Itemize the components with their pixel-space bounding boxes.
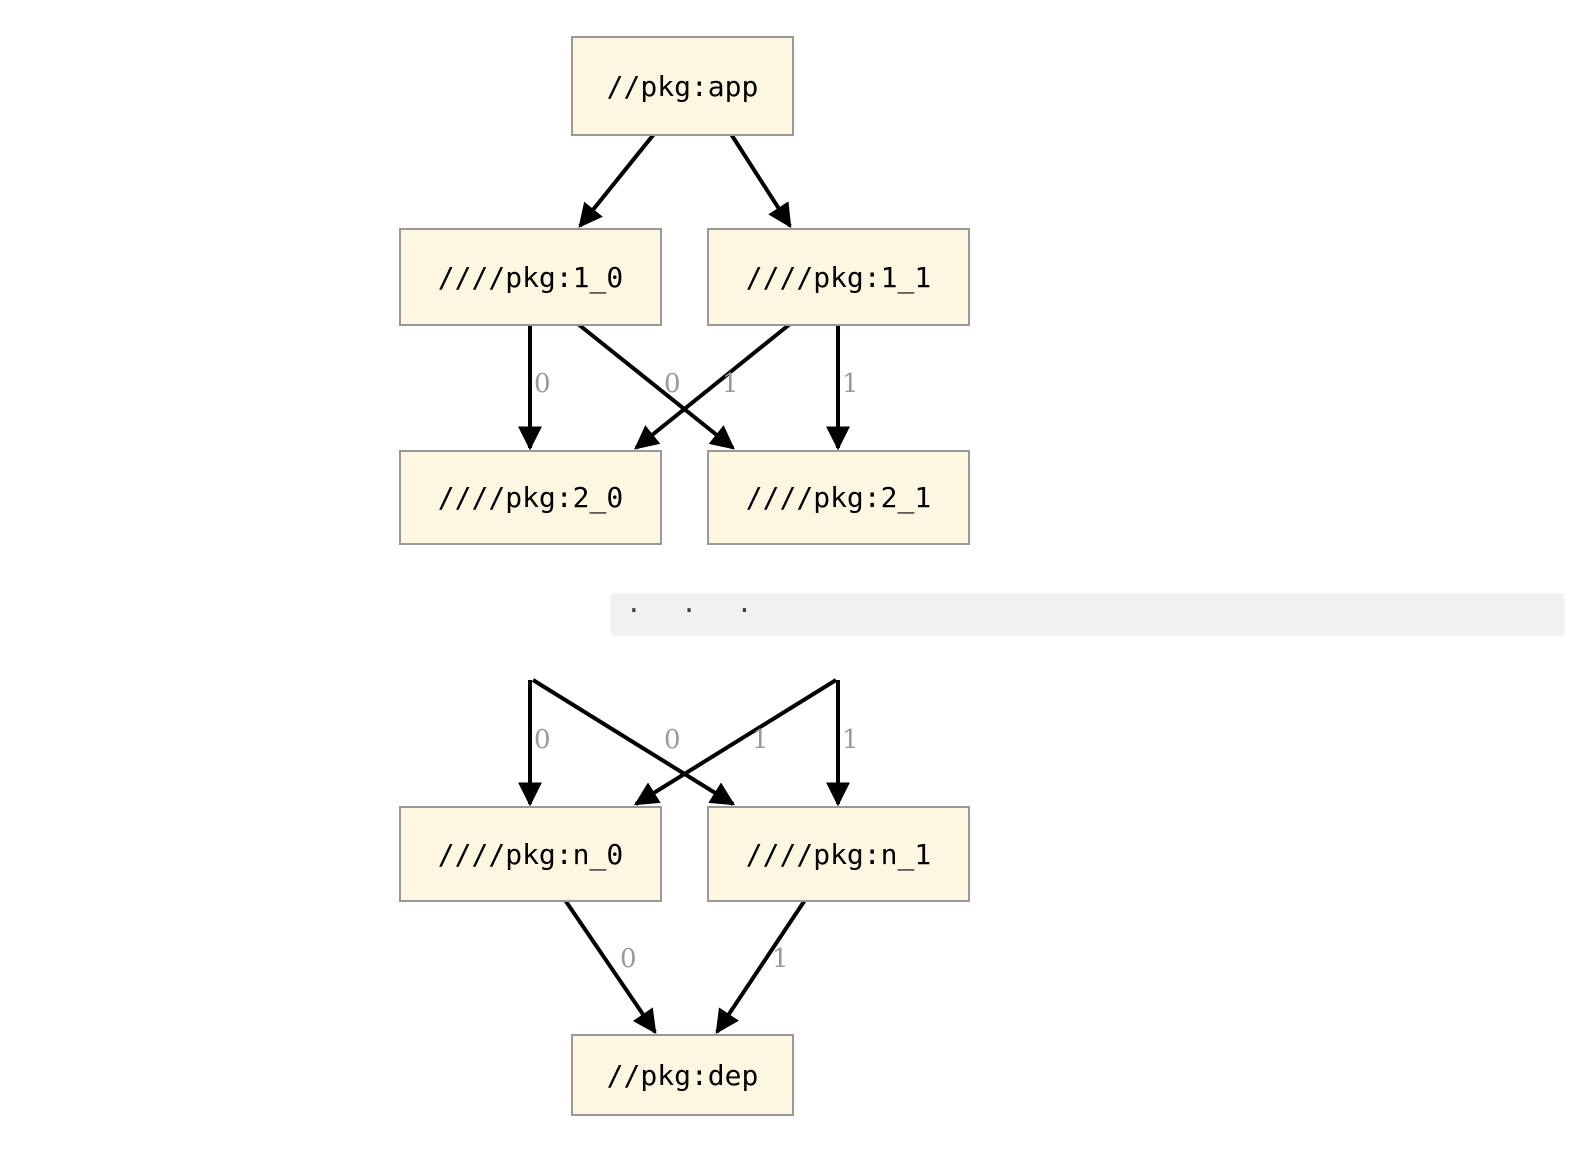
node-pkg-2-1[interactable]: ////pkg:2_1 <box>707 450 970 545</box>
node-pkg-n-1[interactable]: ////pkg:n_1 <box>707 806 970 902</box>
node-label: ////pkg:2_0 <box>437 481 624 514</box>
edge-label-1-0-to-2-0: 0 <box>534 369 551 399</box>
edge-label-1-1-to-2-1: 1 <box>842 369 859 399</box>
edge-label-n-1-to-dep: 1 <box>772 944 789 974</box>
edge-label-1-0-to-2-1: 0 <box>664 369 681 399</box>
edge-1-0-to-2-1 <box>576 322 735 450</box>
edge-label-prev-0-to-n-1: 0 <box>664 725 681 755</box>
edge-label-1-1-to-2-0: 1 <box>722 369 739 399</box>
node-pkg-dep[interactable]: //pkg:dep <box>571 1034 794 1116</box>
ellipsis-dots: · · · <box>626 596 765 626</box>
edge-app-to-1-0 <box>578 132 656 228</box>
node-label: ////pkg:1_0 <box>437 260 624 294</box>
edge-label-n-0-to-dep: 0 <box>620 944 637 974</box>
edge-n-0-to-dep <box>563 898 657 1034</box>
edge-prev-0-to-n-1 <box>531 678 736 806</box>
edge-app-to-1-1 <box>729 132 792 229</box>
node-pkg-2-0[interactable]: ////pkg:2_0 <box>399 450 662 545</box>
edge-label-prev-1-to-n-1: 1 <box>842 725 859 755</box>
truncation-band: · · · <box>610 593 1565 636</box>
node-pkg-1-1[interactable]: ////pkg:1_1 <box>707 228 970 326</box>
node-label: //pkg:dep <box>606 1058 759 1092</box>
node-label: ////pkg:2_1 <box>745 481 932 514</box>
edge-label-prev-1-to-n-0: 1 <box>752 725 769 755</box>
edge-label-prev-0-to-n-0: 0 <box>534 725 551 755</box>
node-label: ////pkg:1_1 <box>745 260 932 294</box>
node-label: //pkg:app <box>606 69 759 103</box>
node-pkg-n-0[interactable]: ////pkg:n_0 <box>399 806 662 902</box>
node-pkg-app[interactable]: //pkg:app <box>571 36 794 136</box>
edge-1-1-to-2-0 <box>634 322 792 450</box>
node-label: ////pkg:n_0 <box>437 837 624 871</box>
edge-n-1-to-dep <box>715 898 807 1034</box>
node-label: ////pkg:n_1 <box>745 837 932 871</box>
edge-prev-1-to-n-0 <box>633 678 838 806</box>
node-pkg-1-0[interactable]: ////pkg:1_0 <box>399 228 662 326</box>
